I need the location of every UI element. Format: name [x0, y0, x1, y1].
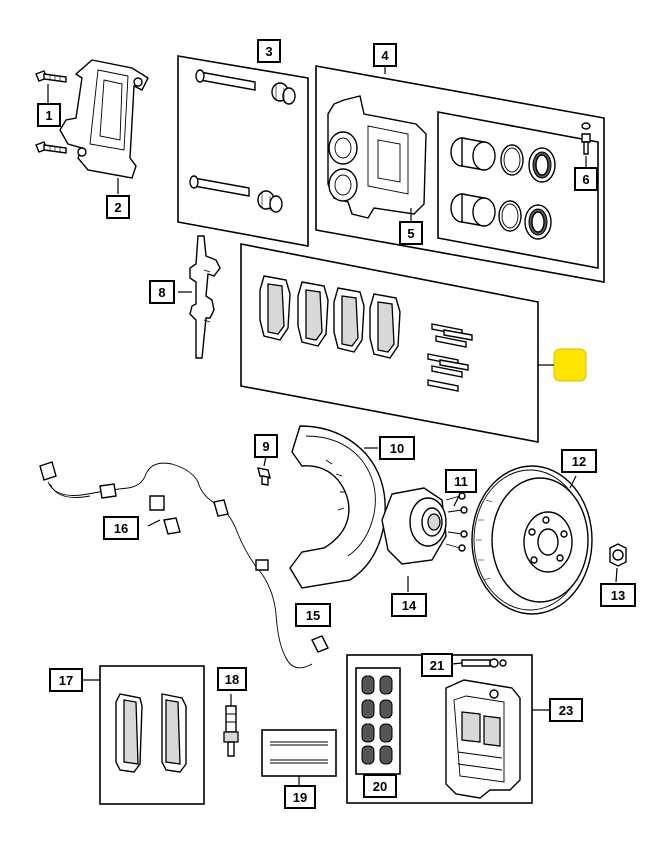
piston-seal-lower: [498, 200, 522, 232]
caliper-piston-upper: [450, 137, 496, 171]
callout-11: 11: [445, 469, 477, 493]
brake-rotor: [471, 465, 593, 615]
brake-pad-1: [259, 275, 291, 341]
svg-text:17: 17: [59, 673, 73, 688]
group-frame-19: [261, 729, 337, 777]
svg-text:19: 19: [293, 790, 307, 805]
svg-text:12: 12: [572, 454, 586, 469]
brake-pad-set: [115, 693, 187, 773]
callout-13: 13: [600, 583, 636, 607]
callout-10: 10: [379, 436, 415, 460]
svg-text:3: 3: [265, 44, 272, 59]
svg-text:10: 10: [390, 441, 404, 456]
anti-rattle-clip: [189, 235, 221, 359]
brake-wear-sensor: [223, 705, 239, 757]
svg-text:23: 23: [559, 703, 573, 718]
callout-16: 16: [103, 516, 139, 540]
callout-20: 20: [363, 774, 397, 798]
callout-14: 14: [391, 593, 427, 617]
piston-set-20: [361, 675, 393, 765]
guide-pin-lower: [189, 175, 283, 213]
svg-text:11: 11: [454, 474, 468, 489]
svg-text:1: 1: [45, 108, 52, 123]
callout-3: 3: [257, 39, 281, 63]
callout-9: 9: [254, 434, 278, 458]
group-frame-17: [99, 665, 205, 805]
dust-shield: [289, 425, 386, 589]
group-frame-4-inner: [437, 111, 599, 269]
hub-nut: [609, 543, 627, 567]
callout-6: 6: [574, 167, 598, 191]
group-frame-4: [315, 65, 605, 283]
callout-8: 8: [149, 280, 175, 304]
callout-5: 5: [399, 221, 423, 245]
svg-text:8: 8: [158, 285, 165, 300]
highlight-marker: [553, 348, 587, 382]
callout-23: 23: [549, 698, 583, 722]
pad-clips: [427, 323, 473, 392]
callout-19: 19: [284, 785, 316, 809]
caliper-bolt-upper: [35, 70, 67, 83]
svg-text:5: 5: [407, 226, 414, 241]
piston-boot-lower: [524, 204, 552, 240]
pad-retaining-pins: [270, 741, 328, 764]
wheel-hub-bearing: [381, 487, 468, 565]
svg-text:21: 21: [430, 658, 444, 673]
group-frame-pads: [240, 243, 539, 443]
svg-text:13: 13: [611, 588, 625, 603]
svg-text:9: 9: [262, 439, 269, 454]
callout-21: 21: [421, 653, 453, 677]
wheel-speed-sensor-harness: [39, 461, 329, 669]
brake-pad-2: [297, 281, 329, 347]
callout-1: 1: [37, 103, 61, 127]
svg-text:14: 14: [402, 598, 417, 613]
svg-text:16: 16: [114, 521, 128, 536]
callout-15: 15: [295, 603, 331, 627]
svg-text:18: 18: [225, 672, 239, 687]
callout-2: 2: [106, 195, 130, 219]
group-frame-3: [177, 55, 309, 247]
svg-text:6: 6: [582, 172, 589, 187]
brake-pad-4: [369, 293, 401, 359]
bleeder-screw: [581, 122, 591, 155]
callout-4: 4: [373, 43, 397, 67]
caliper-bolt-lower: [35, 141, 67, 154]
caliper-piston-lower: [450, 193, 496, 227]
dust-shield-bolt: [257, 467, 271, 486]
guide-pin-upper: [195, 69, 296, 105]
svg-text:15: 15: [306, 608, 320, 623]
caliper-bracket: [59, 59, 149, 179]
brake-pad-3: [333, 287, 365, 353]
callout-18: 18: [217, 667, 247, 691]
brake-caliper-assembly: [445, 679, 521, 799]
callout-12: 12: [561, 449, 597, 473]
piston-boot-upper: [528, 147, 556, 183]
callout-17: 17: [49, 668, 83, 692]
piston-seal-upper: [500, 144, 524, 176]
svg-text:20: 20: [373, 779, 387, 794]
bleeder-screw-21: [461, 658, 507, 668]
svg-text:4: 4: [381, 48, 389, 63]
caliper-housing: [327, 95, 427, 219]
svg-text:2: 2: [114, 200, 121, 215]
